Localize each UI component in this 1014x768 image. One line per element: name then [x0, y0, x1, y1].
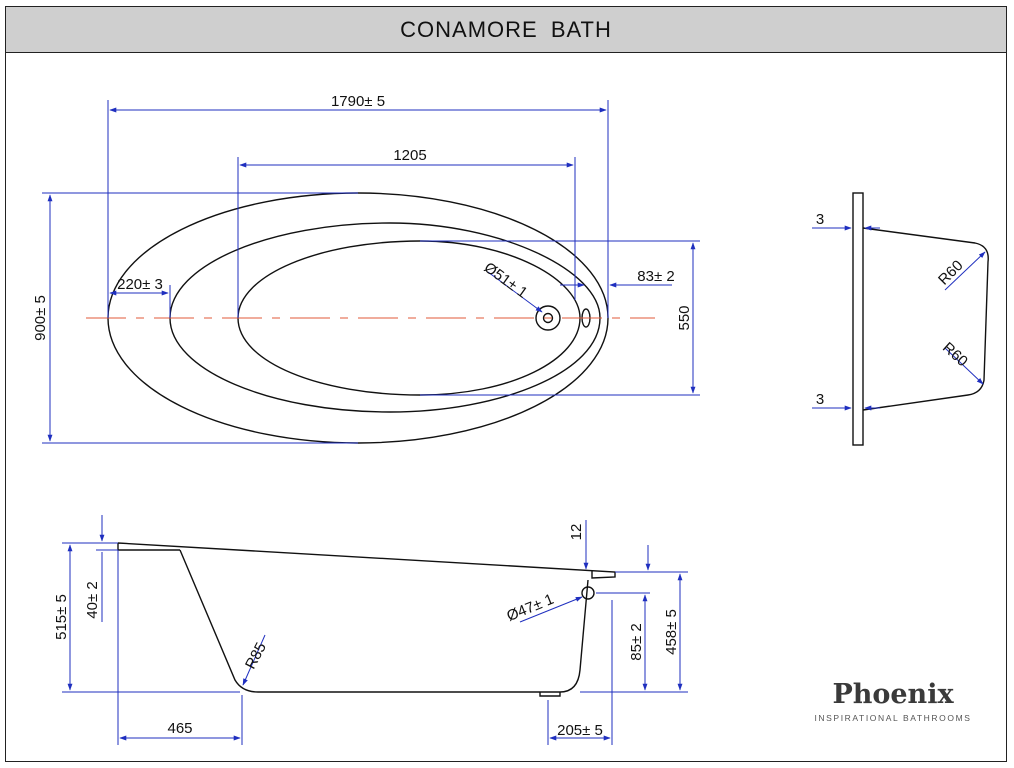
plan-dimensions: [42, 100, 700, 444]
dim-top-wall: 3: [816, 211, 824, 228]
dim-depth: 458± 5: [663, 609, 680, 655]
side-rim: [117, 542, 616, 579]
end-section-dimensions: [812, 225, 986, 411]
dim-inner-length: 1205: [393, 147, 426, 164]
dim-waste-diameter: Ø51± 1: [481, 259, 531, 302]
plan-dimension-labels: 1790± 5 1205 900± 5 550 220± 3 Ø51± 1 83…: [32, 93, 693, 341]
overflow-outlet: [581, 586, 595, 600]
dim-inner-width: 550: [676, 305, 693, 330]
dim-step: 12: [568, 524, 585, 541]
side-dimensions: [62, 515, 688, 745]
dim-rim-thickness: 40± 2: [84, 581, 101, 618]
dim-bottom-wall: 3: [816, 391, 824, 408]
dim-rim-end: 220± 3: [117, 276, 163, 293]
end-wall: [852, 192, 864, 446]
dim-overflow-height: 85± 2: [628, 623, 645, 660]
side-view: [117, 542, 616, 697]
dim-radius-top: R60: [935, 257, 966, 288]
end-section-profile: [862, 227, 989, 411]
dim-overall-height: 515± 5: [53, 594, 70, 640]
dim-overall-length: 1790± 5: [331, 93, 385, 110]
drawing-title: CONAMORE BATH: [400, 16, 612, 42]
dim-overflow-offset: 83± 2: [637, 268, 674, 285]
dim-left-base: 465: [167, 720, 192, 737]
end-section: [852, 192, 989, 446]
waste-outlet-outer: [535, 305, 561, 331]
waste-outlet-inner: [542, 312, 554, 324]
logo-name: Phoenix: [832, 679, 954, 710]
dim-right-base: 205± 5: [557, 722, 603, 739]
side-body: [179, 549, 589, 693]
dim-overflow-diameter: Ø47± 1: [504, 591, 556, 625]
title-bar: CONAMORE BATH: [6, 7, 1006, 53]
end-section-labels: 3 3 R60 R60: [816, 211, 971, 408]
dim-overall-width: 900± 5: [32, 295, 49, 341]
side-foot: [539, 692, 561, 697]
phoenix-logo: Phoenix INSPIRATIONAL BATHROOMS: [814, 679, 971, 723]
drawing-sheet: CONAMORE BATH: [5, 6, 1007, 762]
dim-side-radius: R85: [242, 640, 270, 672]
logo-tagline: INSPIRATIONAL BATHROOMS: [814, 713, 971, 723]
dim-radius-bottom: R60: [939, 339, 971, 370]
